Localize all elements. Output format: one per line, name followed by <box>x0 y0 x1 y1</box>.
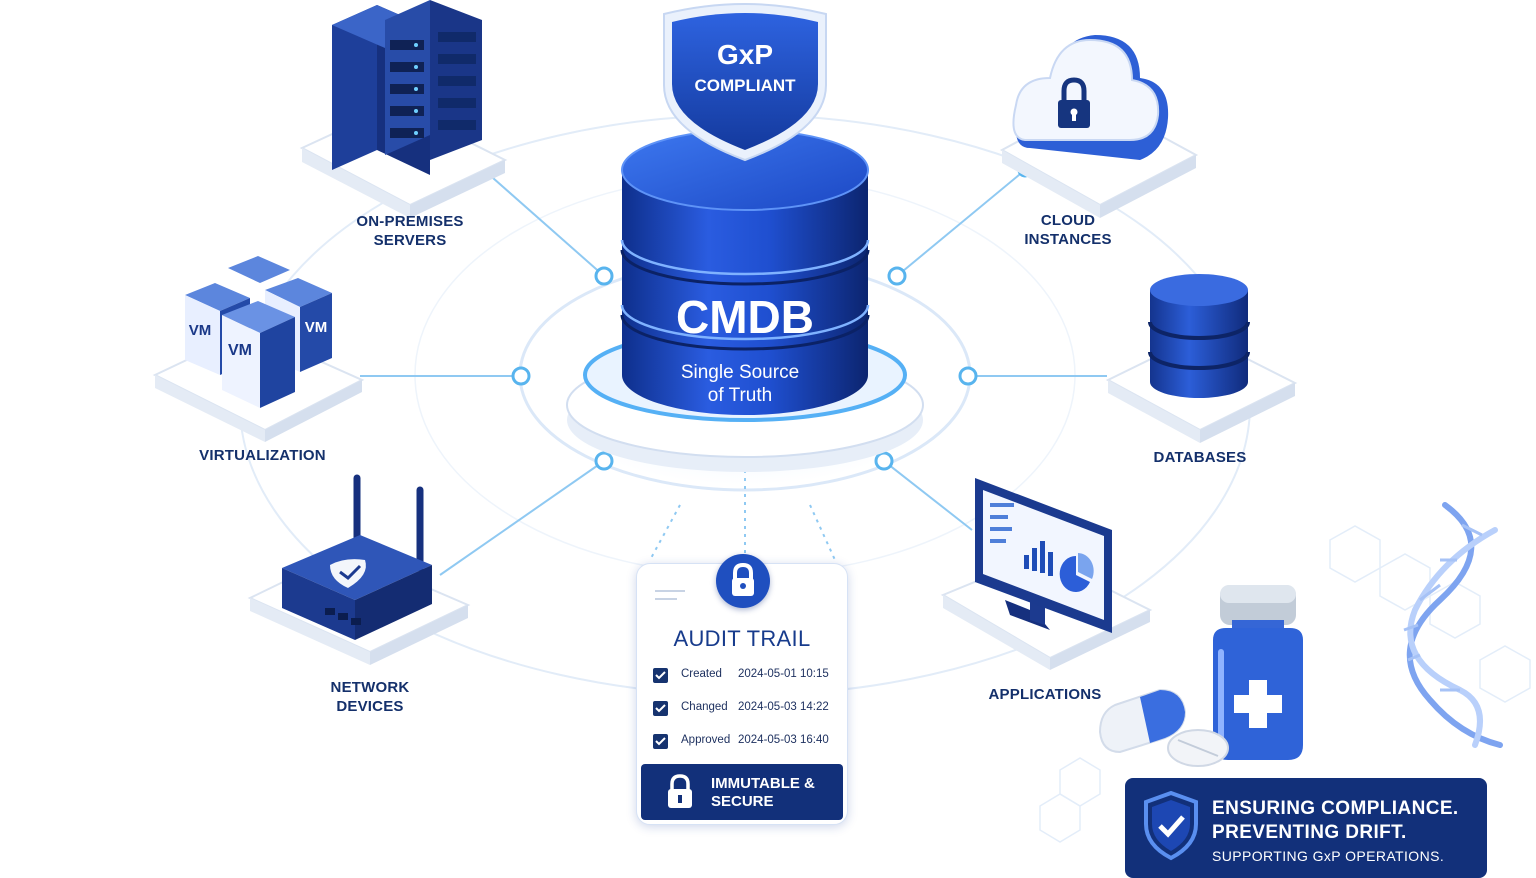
audit-row: Approved 2024-05-03 16:40 <box>653 732 838 752</box>
label-databases: DATABASES <box>1120 448 1280 467</box>
vm-label-right: VM <box>305 319 328 336</box>
audit-row: Changed 2024-05-03 14:22 <box>653 699 838 719</box>
audit-row: Created 2024-05-01 10:15 <box>653 666 838 686</box>
medicine-vial-icon <box>1213 585 1303 760</box>
audit-footer: IMMUTABLE & SECURE <box>641 764 843 820</box>
router-icon <box>247 474 471 665</box>
cloud-lock-icon <box>999 35 1199 218</box>
dna-helix-icon <box>1403 502 1503 748</box>
vm-label-left: VM <box>189 322 212 339</box>
label-line: SERVERS <box>373 232 447 249</box>
vm-cubes-icon <box>152 256 365 442</box>
label-line: DEVICES <box>336 698 404 715</box>
audit-trail-title: AUDIT TRAIL <box>673 626 811 651</box>
audit-event: Created <box>681 668 722 680</box>
badge-compliant: COMPLIANT <box>694 76 796 95</box>
cmdb-title: CMDB <box>676 291 814 343</box>
cmdb-subtitle-line1: Single Source <box>681 362 799 383</box>
label-line: DATABASES <box>1153 449 1247 466</box>
compliance-banner: ENSURING COMPLIANCE. PREVENTING DRIFT. S… <box>1125 778 1487 878</box>
shield-check-icon <box>1141 790 1201 867</box>
banner-line-1: ENSURING COMPLIANCE. <box>1212 798 1459 819</box>
monitor-dashboard-icon <box>940 478 1153 670</box>
footer-line: IMMUTABLE & <box>711 775 815 792</box>
audit-trail-card: AUDIT TRAIL Created 2024-05-01 10:15 Cha… <box>636 554 848 825</box>
label-network-devices: NETWORK DEVICES <box>290 678 450 716</box>
label-line: APPLICATIONS <box>988 686 1102 703</box>
server-rack-icon <box>299 0 508 218</box>
label-cloud-instances: CLOUD INSTANCES <box>988 211 1148 249</box>
checkbox-icon <box>653 701 668 716</box>
vm-label-front: VM <box>228 342 252 359</box>
lock-icon <box>716 554 770 608</box>
hexagon-decor <box>1039 525 1531 843</box>
label-virtualization: VIRTUALIZATION <box>180 446 345 465</box>
audit-timestamp: 2024-05-03 16:40 <box>738 734 829 746</box>
audit-footer-text: IMMUTABLE & SECURE <box>711 775 815 811</box>
audit-timestamp: 2024-05-01 10:15 <box>738 668 829 680</box>
audit-event: Changed <box>681 701 728 713</box>
label-line: CLOUD <box>1040 212 1096 229</box>
audit-event: Approved <box>681 734 731 746</box>
label-line: INSTANCES <box>1024 231 1112 248</box>
label-applications: APPLICATIONS <box>965 685 1125 704</box>
pill-capsule-icon <box>1098 688 1229 767</box>
database-icon <box>1105 274 1298 443</box>
badge-gxp: GxP <box>717 39 773 70</box>
checkbox-icon <box>653 734 668 749</box>
label-on-premises-servers: ON-PREMISES SERVERS <box>330 212 490 250</box>
connector-lines <box>360 162 1107 576</box>
banner-line-2: PREVENTING DRIFT. <box>1212 822 1407 843</box>
label-line: ON-PREMISES <box>356 213 464 230</box>
menu-lines-icon <box>655 590 685 602</box>
label-line: VIRTUALIZATION <box>199 447 326 464</box>
label-line: NETWORK <box>330 679 410 696</box>
cmdb-cylinder <box>620 129 870 415</box>
checkbox-icon <box>653 668 668 683</box>
footer-line: SECURE <box>711 793 774 810</box>
banner-line-3: SUPPORTING GxP OPERATIONS. <box>1212 848 1445 864</box>
padlock-icon <box>665 774 695 815</box>
audit-timestamp: 2024-05-03 14:22 <box>738 701 829 713</box>
gxp-shield-icon <box>663 3 827 162</box>
cmdb-subtitle-line2: of Truth <box>708 385 772 406</box>
